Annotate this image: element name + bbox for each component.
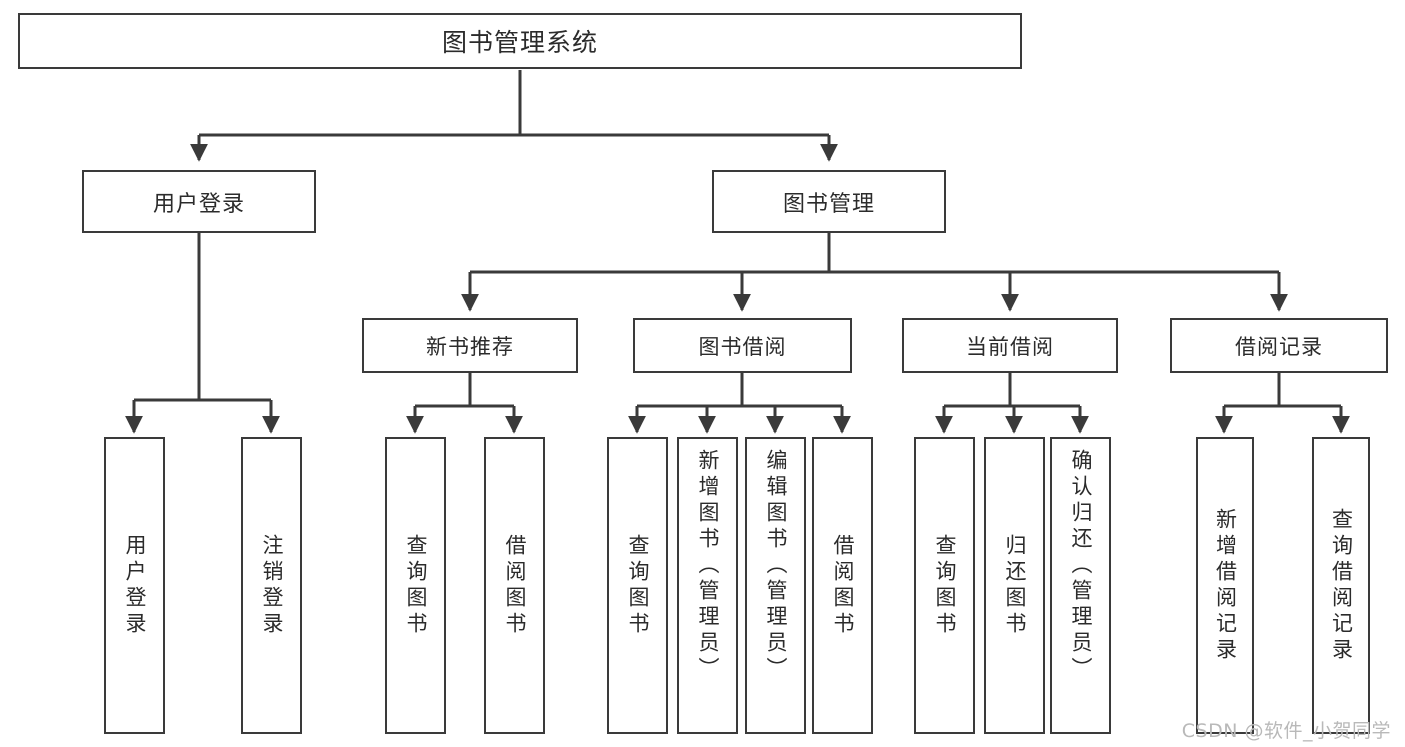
node-borrow-record[interactable]: 借阅记录 xyxy=(1170,318,1388,373)
leaf-current-borrow-query-label: 查询图书 xyxy=(933,533,957,638)
leaf-new-book-borrow-label: 借阅图书 xyxy=(503,533,527,638)
leaf-borrow-record-query-label: 查询借阅记录 xyxy=(1329,507,1354,664)
leaf-book-borrow-add[interactable]: 新增图书（管理员） xyxy=(677,437,738,734)
leaf-user-login-logout[interactable]: 注销登录 xyxy=(241,437,302,734)
leaf-current-borrow-return-label: 归还图书 xyxy=(1003,533,1027,638)
leaf-new-book-query-label: 查询图书 xyxy=(404,533,428,638)
node-new-book-recommend-label: 新书推荐 xyxy=(426,334,514,359)
node-root[interactable]: 图书管理系统 xyxy=(18,13,1022,69)
watermark: CSDN @软件_小贺同学 xyxy=(1181,720,1391,742)
leaf-new-book-query[interactable]: 查询图书 xyxy=(385,437,446,734)
leaf-borrow-record-add[interactable]: 新增借阅记录 xyxy=(1196,437,1254,734)
leaf-borrow-record-add-label: 新增借阅记录 xyxy=(1213,507,1238,664)
leaf-book-borrow-borrow-label: 借阅图书 xyxy=(831,533,855,638)
node-user-login-label: 用户登录 xyxy=(152,191,245,217)
leaf-current-borrow-return[interactable]: 归还图书 xyxy=(984,437,1045,734)
node-book-management[interactable]: 图书管理 xyxy=(712,170,946,233)
leaf-current-borrow-confirm[interactable]: 确认归还（管理员） xyxy=(1050,437,1111,734)
node-borrow-record-label: 借阅记录 xyxy=(1235,334,1323,359)
leaf-current-borrow-confirm-label: 确认归还（管理员） xyxy=(1069,449,1093,683)
leaf-user-login-login[interactable]: 用户登录 xyxy=(104,437,165,734)
leaf-user-login-login-label: 用户登录 xyxy=(123,533,147,638)
leaf-book-borrow-add-label: 新增图书（管理员） xyxy=(696,449,720,683)
leaf-book-borrow-query-label: 查询图书 xyxy=(626,533,650,638)
leaf-borrow-record-query[interactable]: 查询借阅记录 xyxy=(1312,437,1370,734)
node-new-book-recommend[interactable]: 新书推荐 xyxy=(362,318,578,373)
leaf-new-book-borrow[interactable]: 借阅图书 xyxy=(484,437,545,734)
leaf-book-borrow-borrow[interactable]: 借阅图书 xyxy=(812,437,873,734)
node-current-borrow[interactable]: 当前借阅 xyxy=(902,318,1118,373)
node-current-borrow-label: 当前借阅 xyxy=(966,334,1054,359)
leaf-current-borrow-query[interactable]: 查询图书 xyxy=(914,437,975,734)
node-book-management-label: 图书管理 xyxy=(782,191,875,217)
leaf-book-borrow-edit-label: 编辑图书（管理员） xyxy=(764,449,788,683)
leaf-book-borrow-query[interactable]: 查询图书 xyxy=(607,437,668,734)
node-user-login[interactable]: 用户登录 xyxy=(82,170,316,233)
node-root-label: 图书管理系统 xyxy=(441,28,598,57)
node-book-borrow[interactable]: 图书借阅 xyxy=(633,318,852,373)
leaf-book-borrow-edit[interactable]: 编辑图书（管理员） xyxy=(745,437,806,734)
node-book-borrow-label: 图书借阅 xyxy=(698,334,787,359)
leaf-user-login-logout-label: 注销登录 xyxy=(260,533,284,638)
